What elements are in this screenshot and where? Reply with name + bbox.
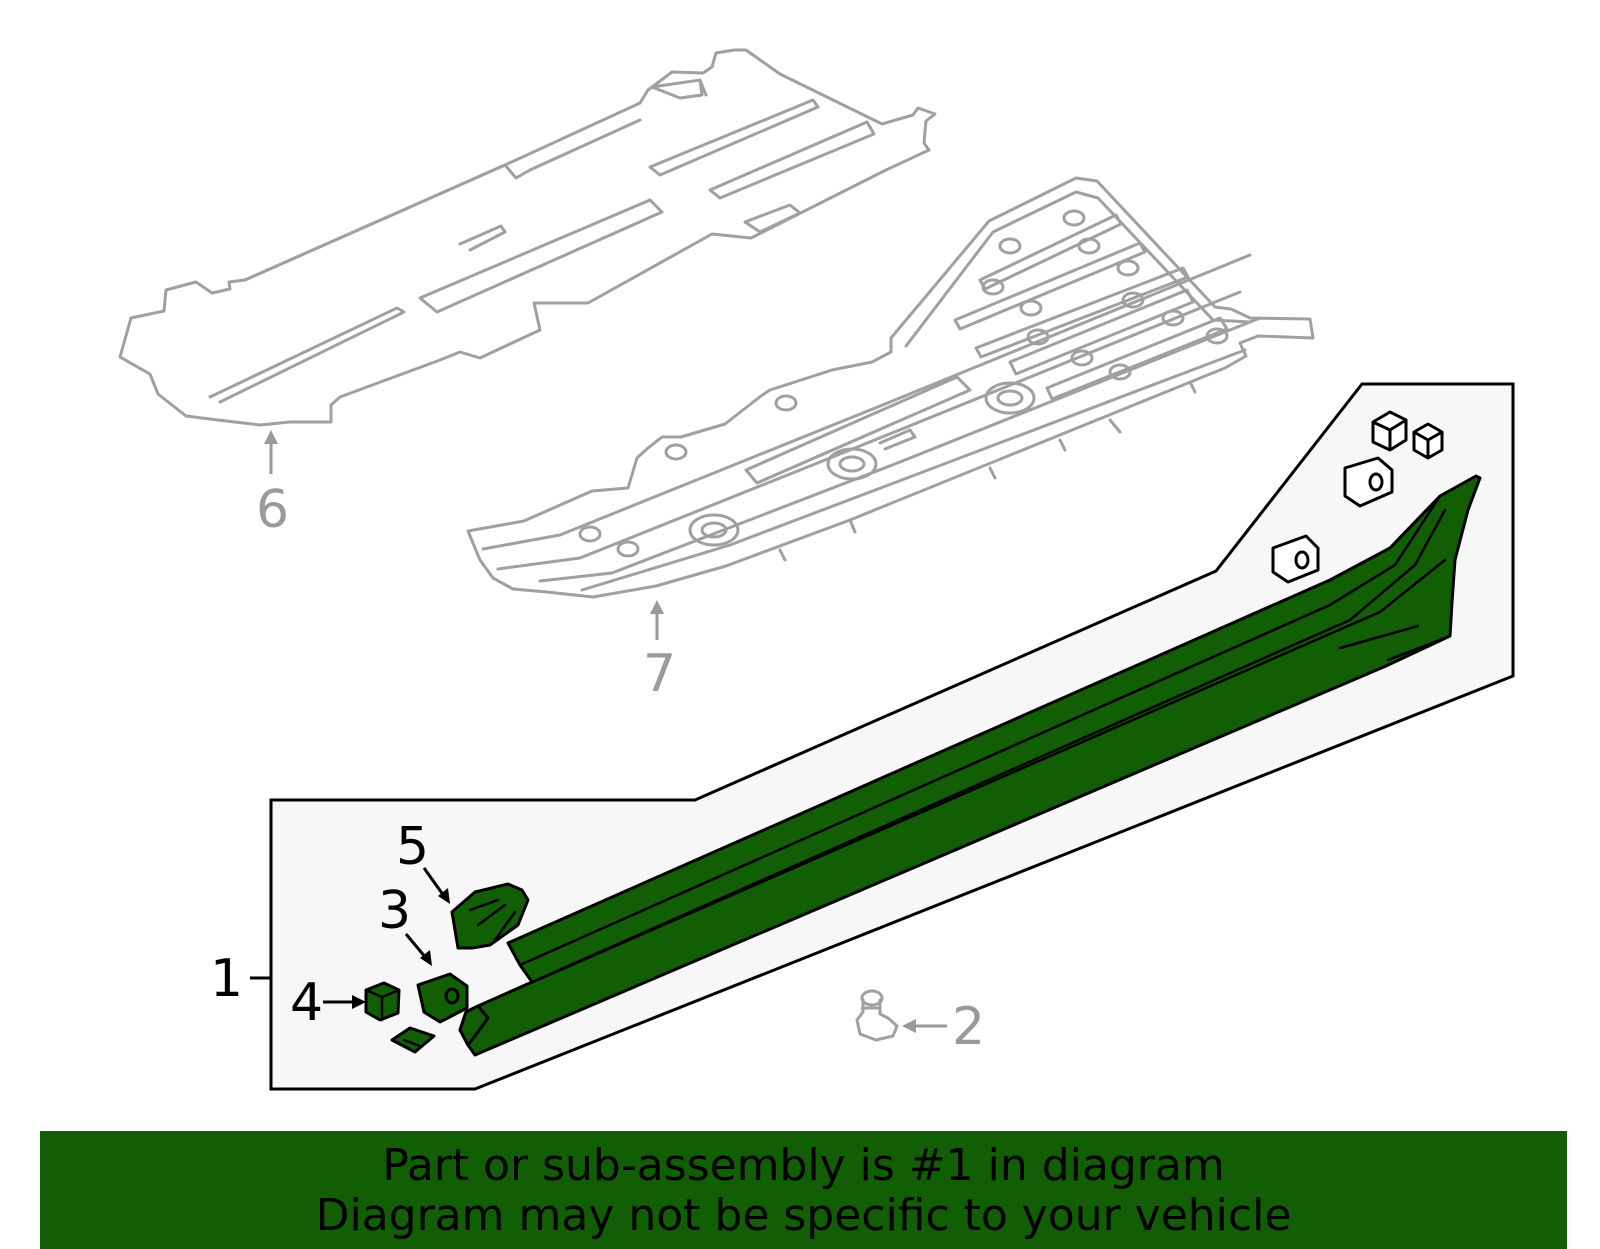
retainer-clips [1271, 410, 1444, 584]
callout-1: 1 [210, 949, 243, 1009]
callout-6: 6 [256, 480, 289, 540]
banner-line-2: Diagram may not be specific to your vehi… [315, 1190, 1292, 1241]
callout-2: 2 [952, 997, 985, 1057]
callout-3: 3 [378, 881, 411, 941]
extra-clip [390, 1026, 436, 1054]
part-6-under-cover[interactable] [118, 48, 937, 427]
part-4-clip[interactable] [364, 981, 401, 1022]
part-2-fastener[interactable] [855, 989, 899, 1042]
banner-line-1: Part or sub-assembly is #1 in diagram [382, 1140, 1225, 1191]
leader-lines [250, 430, 947, 1033]
callout-4: 4 [290, 973, 323, 1033]
part-7-under-cover[interactable] [466, 176, 1315, 599]
part-5-bracket[interactable] [450, 882, 530, 950]
callout-5: 5 [396, 817, 429, 877]
part-3-clip[interactable] [416, 972, 469, 1024]
callout-7: 7 [643, 644, 676, 704]
notice-banner: Part or sub-assembly is #1 in diagram Di… [40, 1131, 1567, 1249]
part-1-rocker-moulding[interactable] [458, 474, 1482, 1057]
